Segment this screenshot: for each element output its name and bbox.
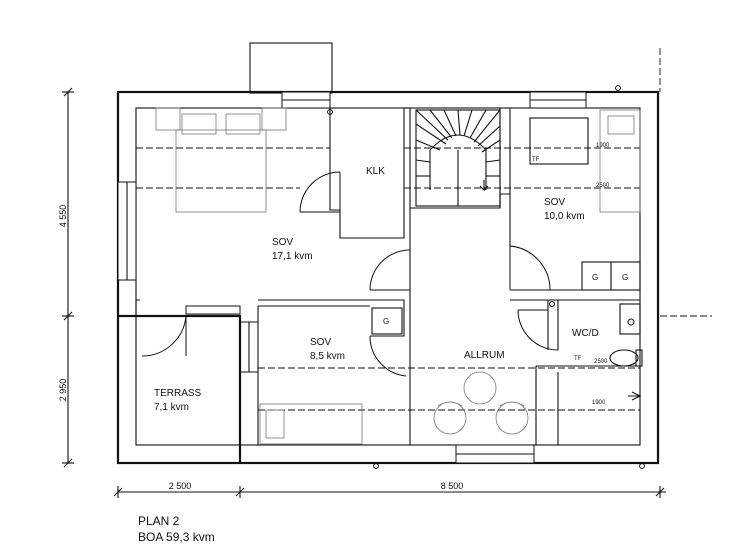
- wardrobes-sov2: [581, 261, 641, 291]
- room-terrass-area: 7,1 kvm: [154, 402, 189, 413]
- height-2500-top: 2500: [596, 183, 610, 189]
- height-2500-wc: 2500: [594, 359, 608, 365]
- room-sov2-name: SOV: [544, 197, 565, 208]
- armchairs: [433, 401, 529, 435]
- room-wc-name: WC/D: [572, 328, 599, 339]
- markers: [327, 85, 645, 469]
- dim-left-lower: 2 950: [58, 379, 68, 402]
- stairs: [415, 109, 501, 207]
- plan-area: BOA 59,3 kvm: [138, 530, 215, 544]
- wardrobe-sov3: [371, 307, 403, 335]
- sink: [619, 303, 641, 335]
- chimney: [249, 42, 333, 94]
- doors: [141, 171, 559, 377]
- dim-bottom-left: 2 500: [169, 481, 192, 491]
- height-1900-right: 1900: [592, 400, 606, 406]
- room-allrum-name: ALLRUM: [464, 350, 505, 361]
- windows: [117, 91, 587, 464]
- room-terrass-name: TERRASS: [154, 388, 202, 399]
- toilet: [609, 349, 643, 367]
- dim-bottom-right: 8 500: [441, 481, 464, 491]
- single-bed-sov2: [599, 109, 641, 213]
- g1-label: G: [592, 273, 598, 282]
- room-sov1-area: 17,1 kvm: [272, 251, 313, 262]
- single-bed-sov3: [259, 403, 363, 445]
- room-klk-name: KLK: [366, 166, 385, 177]
- double-bed: [155, 107, 287, 213]
- room-sov3-name: SOV: [310, 337, 331, 348]
- desk-sov2: [529, 117, 589, 165]
- roof-lines: [136, 48, 712, 411]
- room-sov2-area: 10,0 kvm: [544, 211, 585, 222]
- room-sov1-name: SOV: [272, 237, 293, 248]
- stair-arrow: [628, 391, 642, 401]
- plan-title: PLAN 2: [138, 514, 180, 528]
- height-1900-top: 1900: [596, 143, 610, 149]
- room-sov3-area: 8,5 kvm: [310, 351, 345, 362]
- g-sov3-label: G: [383, 317, 389, 326]
- tf-top-label: TF: [532, 157, 540, 163]
- dim-left-upper: 4 550: [58, 205, 68, 228]
- g2-label: G: [622, 273, 628, 282]
- interior-walls: [118, 107, 640, 463]
- tf-wc-label: TF: [574, 356, 582, 362]
- round-table: [463, 371, 497, 405]
- dimension-lines: [62, 87, 666, 498]
